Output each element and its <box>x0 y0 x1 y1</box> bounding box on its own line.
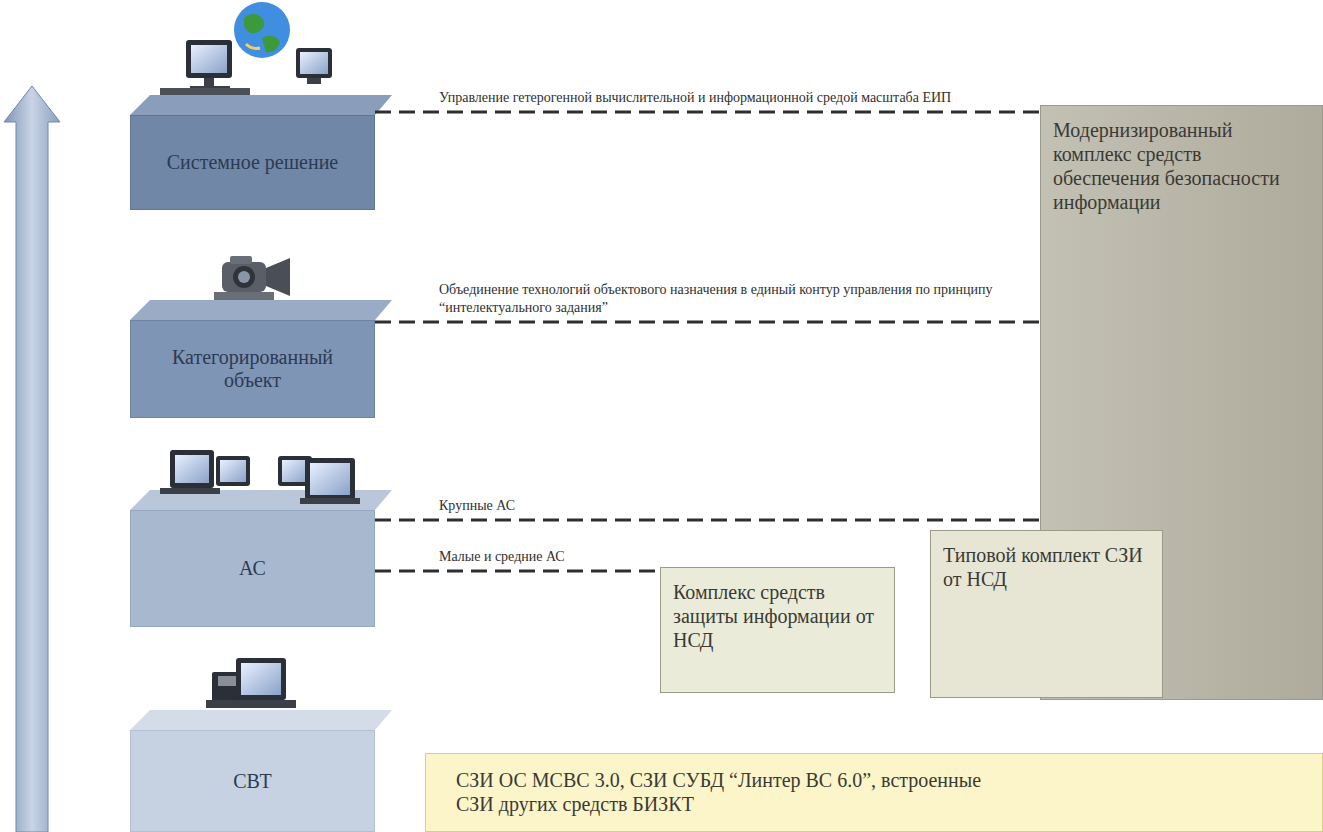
slab-top <box>130 300 392 320</box>
camera-icon <box>214 256 290 300</box>
dashed-connector <box>375 570 660 573</box>
level-block: АС <box>130 510 375 627</box>
node-text: АС <box>239 557 266 580</box>
connector-label: Объединение технологий объектового назна… <box>437 281 1024 316</box>
level-block: Категорированный объект <box>130 320 375 418</box>
network-icon <box>160 2 332 95</box>
level-block: СВТ <box>130 730 375 832</box>
connector-label: Малые и средние АС <box>437 548 567 566</box>
kit-box: Типовой комплект СЗИ от НСД <box>930 530 1163 698</box>
base-box: СЗИ ОС МСВС 3.0, СЗИ СУБД “Линтер ВС 6.0… <box>425 753 1323 832</box>
workstations-icon <box>160 450 360 504</box>
connector-label: Крупные АС <box>437 497 517 515</box>
node-text: Модернизированный комплекс средств обесп… <box>1053 118 1312 214</box>
computer-icon <box>206 658 296 708</box>
dashed-connector <box>375 519 1040 522</box>
complex-box: Комплекс средств защиты информации от НС… <box>660 567 895 693</box>
dashed-connector <box>375 111 1040 114</box>
connector-label: Управление гетерогенной вычислительной и… <box>437 89 953 107</box>
node-text: СЗИ ОС МСВС 3.0, СЗИ СУБД “Линтер ВС 6.0… <box>456 768 1016 816</box>
node-text: Типовой комплект СЗИ от НСД <box>943 543 1152 591</box>
slab-top <box>130 95 392 115</box>
dashed-connector <box>375 321 1040 324</box>
node-text: Комплекс средств защиты информации от НС… <box>673 580 884 652</box>
node-text: Категорированный объект <box>141 346 364 392</box>
node-text: СВТ <box>233 770 272 793</box>
level-block: Системное решение <box>130 115 375 210</box>
slab-top <box>130 710 392 730</box>
node-text: Системное решение <box>167 151 338 174</box>
level-arrow <box>4 86 60 832</box>
